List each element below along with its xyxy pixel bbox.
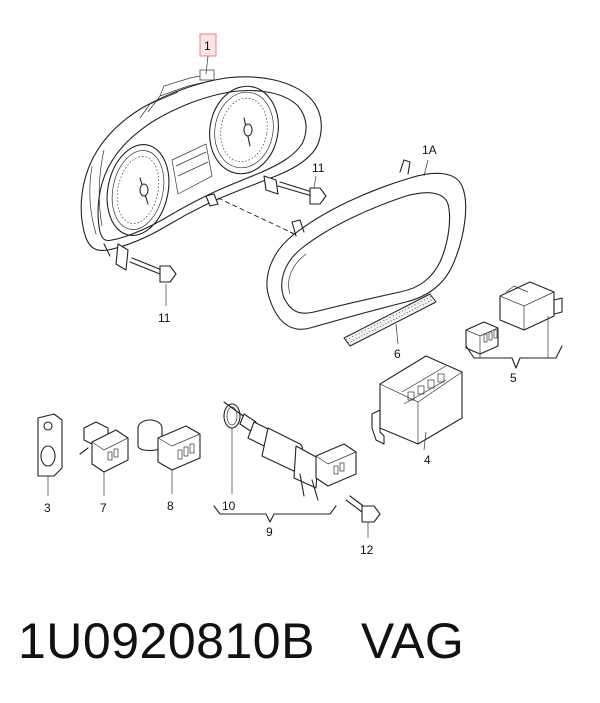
callout-6: 6 bbox=[394, 347, 401, 361]
exploded-parts-diagram: 1 11 11 1A 6 bbox=[37, 33, 563, 557]
sender-unit-9 bbox=[223, 401, 357, 501]
sensor-8 bbox=[137, 419, 201, 494]
callout-11-upper: 11 bbox=[312, 161, 325, 175]
callout-8: 8 bbox=[167, 499, 174, 513]
bracket-5 bbox=[465, 345, 563, 369]
foam-strip-6 bbox=[343, 293, 437, 347]
callout-7: 7 bbox=[100, 501, 107, 515]
connector-5-small bbox=[465, 321, 499, 355]
connector-5-large bbox=[499, 281, 563, 331]
instrument-cluster bbox=[80, 69, 322, 271]
screw-11-lower bbox=[129, 257, 177, 306]
callout-11-lower: 11 bbox=[158, 311, 171, 325]
screw-12 bbox=[345, 495, 381, 538]
bracket-9 bbox=[213, 505, 337, 523]
brand-name: VAG bbox=[360, 613, 465, 669]
assembly-line-a bbox=[217, 197, 321, 247]
part-number: 1U0920810B bbox=[18, 613, 315, 669]
callout-1a: 1A bbox=[422, 143, 437, 157]
callout-12: 12 bbox=[360, 543, 374, 557]
sensor-7 bbox=[79, 421, 129, 496]
o-ring-10 bbox=[223, 403, 241, 494]
part-number-line: 1U0920810B VAG bbox=[18, 612, 464, 670]
callout-1: 1 bbox=[204, 39, 211, 53]
control-unit-4 bbox=[371, 355, 463, 451]
screw-11-upper bbox=[277, 175, 327, 205]
callout-4: 4 bbox=[424, 453, 431, 467]
callout-5: 5 bbox=[510, 371, 517, 385]
callout-9: 9 bbox=[266, 525, 273, 539]
callout-3: 3 bbox=[44, 501, 51, 515]
trim-frame-1a bbox=[266, 159, 467, 330]
callout-10: 10 bbox=[222, 499, 236, 513]
plate-3 bbox=[37, 413, 63, 496]
